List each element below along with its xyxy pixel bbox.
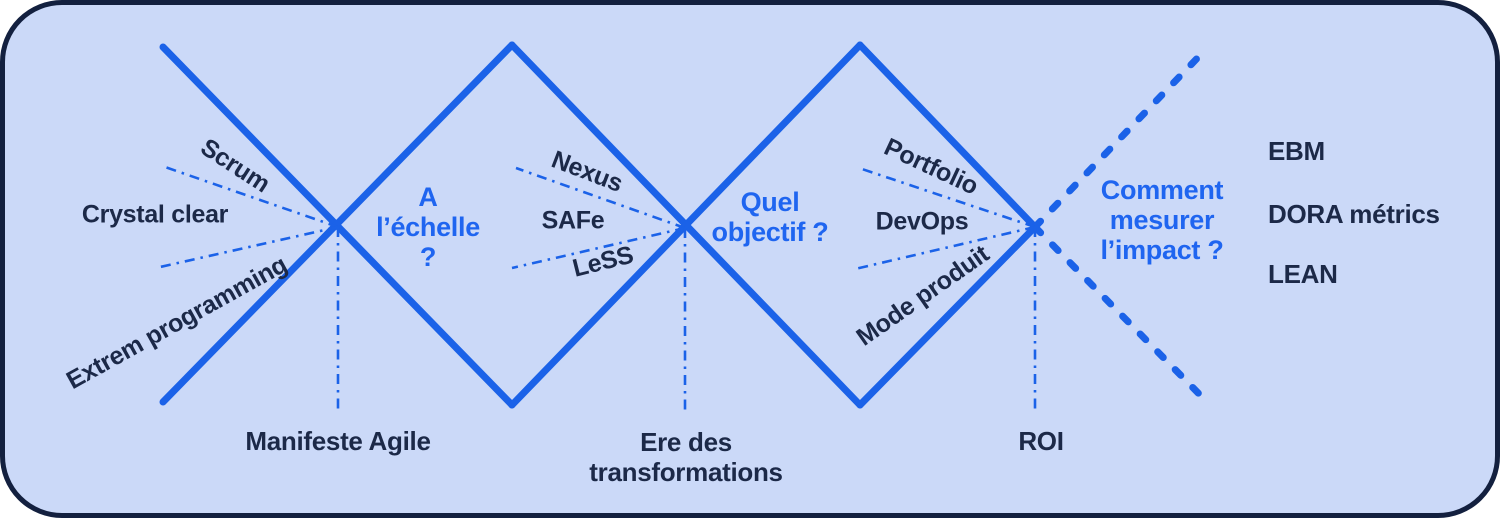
outcome-ebm: EBM xyxy=(1268,136,1325,167)
label-safe: SAFe xyxy=(541,206,605,235)
line-diamond3-top xyxy=(856,41,1039,231)
milestone-roi: ROI xyxy=(1018,426,1064,457)
milestone-ere-transformations: Ere des transformations xyxy=(589,427,783,487)
connector-scrum xyxy=(164,165,339,229)
line-diamond3-bottom xyxy=(856,223,1039,409)
milestone-manifeste-agile: Manifeste Agile xyxy=(245,426,431,457)
label-devops: DevOps xyxy=(875,207,969,236)
label-crystal-clear: Crystal clear xyxy=(81,200,229,229)
connector-less xyxy=(511,226,686,270)
outcome-lean: LEAN xyxy=(1268,259,1338,290)
question-impact: Comment mesurer l’impact ? xyxy=(1100,175,1224,265)
connector-mode-produit xyxy=(854,225,1036,271)
connector-extrem-programming xyxy=(159,225,339,269)
question-scale: A l’échelle ? xyxy=(376,182,480,272)
question-objective: Quel objectif ? xyxy=(711,187,829,247)
line-diamond2-ascending xyxy=(508,41,864,409)
dashed-line-future-down xyxy=(1031,223,1211,406)
line-converge-bottom-left xyxy=(159,41,516,406)
outcome-dora-metrics: DORA métrics xyxy=(1268,199,1440,230)
connector-nexus xyxy=(515,166,686,230)
connector-portfolio xyxy=(858,166,1036,229)
dashed-line-future-up xyxy=(1031,43,1212,231)
diamond-lines xyxy=(159,41,1212,413)
